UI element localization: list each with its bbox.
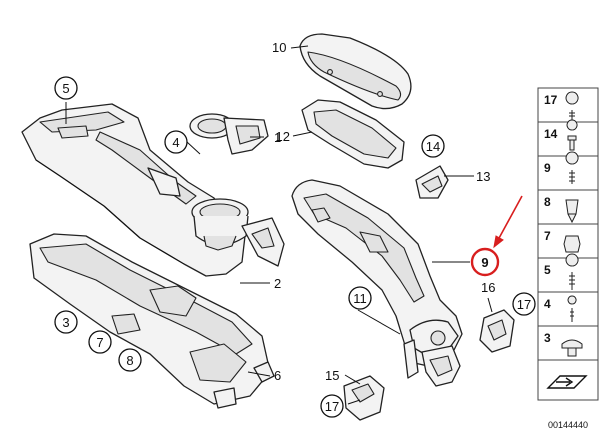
armrest-frame-part-9 <box>291 179 463 387</box>
callout-17-bottom: 17 <box>320 394 344 418</box>
legend-number-4: 4 <box>544 297 551 311</box>
callout-8-label: 8 <box>126 353 133 368</box>
callout-7: 7 <box>88 330 112 354</box>
fastener-icon-5 <box>565 253 579 290</box>
fastener-icon-14 <box>566 119 578 151</box>
cup-holder-part-1 <box>189 113 269 155</box>
lower-frame-part-6 <box>29 233 275 409</box>
fastener-icon-7 <box>563 235 581 253</box>
callout-4: 4 <box>164 130 188 154</box>
legend-number-17: 17 <box>544 93 558 107</box>
label-15: 15 <box>325 368 339 383</box>
legend-number-7: 7 <box>544 229 551 243</box>
legend-number-9: 9 <box>544 161 551 175</box>
label-10: 10 <box>272 40 286 55</box>
callout-17-right: 17 <box>512 292 536 316</box>
fastener-icon-3 <box>561 339 583 357</box>
legend-number-3: 3 <box>544 331 551 345</box>
fastener-legend: 17 14 9 8 7 5 4 3 <box>537 87 599 401</box>
callout-14: 14 <box>421 134 445 158</box>
cover-part-15 <box>343 375 385 421</box>
label-1: 1 <box>274 130 281 145</box>
callout-17-bottom-label: 17 <box>325 399 339 414</box>
label-13: 13 <box>476 169 490 184</box>
red-arrow <box>493 195 523 249</box>
label-16: 16 <box>481 280 495 295</box>
fastener-icon-17 <box>565 91 579 120</box>
assembly-arrow-icon <box>546 375 588 389</box>
label-12-visible: 12 <box>276 129 290 144</box>
legend-cell-17 <box>537 87 599 123</box>
bracket-part-16 <box>479 309 515 353</box>
label-6: 6 <box>274 368 281 383</box>
legend-cell-4 <box>537 291 599 327</box>
callout-9-highlighted: 9 <box>470 247 500 277</box>
callout-4-label: 4 <box>172 135 179 150</box>
callout-3-label: 3 <box>62 315 69 330</box>
callout-8: 8 <box>118 348 142 372</box>
label-2: 2 <box>274 276 281 291</box>
armrest-cushion-part-10 <box>299 33 412 110</box>
callout-11-label: 11 <box>353 291 367 306</box>
fastener-icon-9 <box>565 151 579 184</box>
legend-number-14: 14 <box>544 127 558 141</box>
callout-11: 11 <box>348 286 372 310</box>
fastener-icon-4 <box>567 295 577 322</box>
callout-9-label: 9 <box>481 255 488 270</box>
clip-part-13 <box>415 165 449 199</box>
center-console-part-2 <box>21 103 285 277</box>
legend-number-5: 5 <box>544 263 551 277</box>
storage-tray-part-12 <box>301 99 405 169</box>
callout-17-right-label: 17 <box>517 297 531 312</box>
fastener-icon-8 <box>565 199 579 224</box>
document-number: 00144440 <box>548 420 588 430</box>
legend-number-8: 8 <box>544 195 551 209</box>
callout-3: 3 <box>54 310 78 334</box>
leader-lines <box>65 45 493 405</box>
highlight-ring <box>470 247 500 277</box>
callout-14-label: 14 <box>426 139 440 154</box>
callout-5-label: 5 <box>62 81 69 96</box>
callout-5: 5 <box>54 76 78 100</box>
callout-7-label: 7 <box>96 335 103 350</box>
